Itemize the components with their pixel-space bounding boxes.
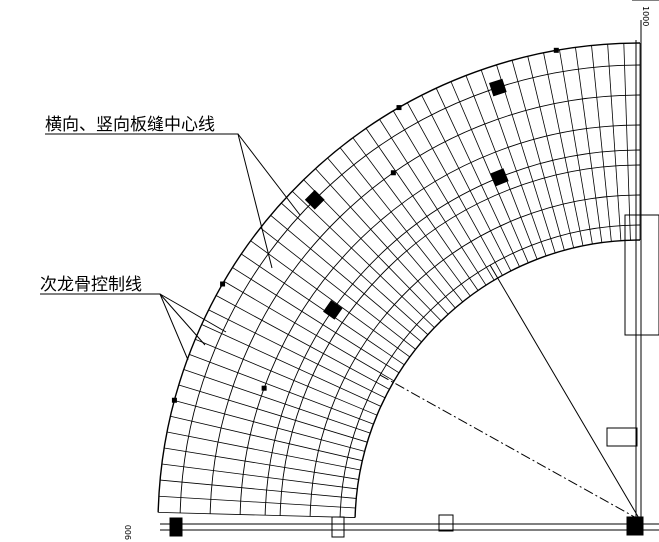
radial-line [607, 44, 622, 241]
radial-line [250, 240, 411, 358]
radial-line [166, 431, 361, 471]
radial-line [303, 179, 442, 322]
bottom-column-2 [438, 514, 454, 532]
right-column [624, 214, 659, 336]
radial-line [270, 215, 422, 343]
leader-keel-3 [159, 293, 227, 333]
radial-line [201, 324, 382, 407]
small-marker [396, 105, 402, 111]
keel-control-line-label: 次龙骨控制线 [40, 275, 142, 295]
radial-line [543, 52, 584, 246]
annotation-leader-lines [40, 133, 301, 361]
joint-centerline-label: 横向、竖向板缝中心线 [45, 115, 215, 135]
radial-line [241, 253, 405, 366]
radial-line [315, 168, 449, 315]
radial-line [392, 110, 495, 281]
small-marker [390, 170, 396, 176]
concentric-arc-rings [157, 42, 641, 518]
radial-line [327, 157, 456, 309]
radial-line [352, 137, 471, 297]
arc-ring [279, 164, 641, 516]
small-marker [220, 281, 226, 287]
radial-line [339, 147, 463, 303]
center-line [379, 374, 641, 521]
control-square [323, 300, 343, 320]
radial-line [421, 95, 512, 272]
radial-line [160, 479, 357, 499]
radial-line [183, 369, 371, 434]
radial-line [260, 227, 416, 350]
radial-joint-lines [158, 43, 641, 518]
radial-line [623, 43, 631, 241]
radial-line [195, 338, 378, 416]
small-marker [553, 47, 559, 53]
radius-line [489, 264, 641, 521]
radial-line [450, 81, 529, 263]
control-square [304, 189, 325, 210]
radial-line [223, 281, 395, 382]
radial-line [174, 400, 365, 452]
leader-joint-2 [237, 133, 301, 216]
control-square [489, 78, 507, 97]
arc-ring [339, 224, 641, 518]
radial-line [215, 295, 390, 390]
radial-line [527, 56, 575, 248]
leader-joint [45, 133, 273, 269]
radial-line [559, 49, 593, 245]
radial-line [158, 511, 356, 518]
arc-ring [264, 149, 641, 516]
dimension-top-right: 1000 [641, 6, 650, 27]
radial-line [158, 495, 356, 509]
radial-line [591, 45, 612, 242]
leader-keel [40, 293, 189, 361]
radial-line [496, 64, 556, 254]
radial-line [208, 309, 386, 399]
radial-line [189, 353, 374, 425]
control-square [490, 168, 509, 187]
arc-ring [354, 239, 641, 518]
dimension-bottom-left: 900 [124, 524, 133, 540]
corner-column-right [626, 516, 644, 536]
radial-line [178, 384, 368, 443]
small-marker [261, 385, 267, 391]
radial-line [435, 88, 520, 267]
radial-line [164, 447, 359, 480]
radial-line [365, 128, 479, 291]
leader-keel-2 [159, 293, 206, 346]
radial-line [161, 463, 358, 490]
radial-line [291, 190, 435, 328]
radial-line [170, 415, 363, 462]
radial-line [480, 69, 547, 257]
radial-line [379, 119, 487, 286]
small-marker [171, 397, 177, 403]
arc-ring [309, 194, 641, 517]
building-structure [160, 0, 659, 538]
radial-line [280, 202, 429, 335]
radial-line [575, 47, 603, 243]
bottom-column [331, 516, 345, 538]
control-point-markers [171, 47, 559, 403]
radial-line [465, 75, 538, 260]
radial-line [407, 102, 503, 276]
radial-line [232, 267, 400, 374]
right-fixture [606, 427, 638, 447]
radial-line [511, 60, 565, 251]
corner-column-left [169, 517, 183, 537]
